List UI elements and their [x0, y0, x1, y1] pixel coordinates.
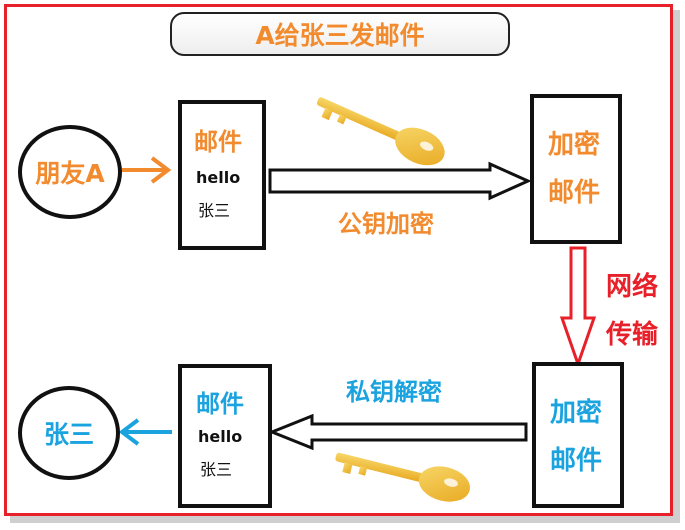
- recipient-node: 张三: [18, 386, 120, 480]
- mail-title-bottom: 邮件: [196, 390, 244, 418]
- arrow-friend-to-mail: [122, 156, 172, 184]
- frame-shadow-right: [673, 10, 680, 520]
- arrow-encrypt: [268, 161, 532, 201]
- network-line1: 网络: [606, 272, 659, 302]
- friend-node: 朋友A: [18, 125, 122, 219]
- title-banner: A给张三发邮件: [170, 12, 510, 56]
- key-icon: [316, 97, 445, 166]
- arrow-network: [559, 246, 597, 369]
- recipient-label: 张三: [43, 420, 94, 449]
- network-line2: 传输: [606, 320, 659, 350]
- outer-frame: [4, 4, 673, 516]
- friend-label: 朋友A: [35, 159, 105, 188]
- encrypted-mail-box-bottom: [532, 362, 624, 508]
- frame-shadow-bottom: [10, 516, 680, 523]
- mail-line2-top: 张三: [198, 201, 231, 220]
- encrypted-line2-bottom: 邮件: [550, 446, 603, 476]
- key-icon: [335, 452, 470, 502]
- encrypt-label: 公钥加密: [338, 210, 434, 238]
- title-text: A给张三发邮件: [255, 21, 425, 50]
- encrypted-mail-box-top: [530, 94, 622, 244]
- encrypted-line1-bottom: 加密: [550, 398, 603, 428]
- mail-box-top: [178, 100, 266, 250]
- mail-title-top: 邮件: [194, 128, 242, 156]
- mail-line2-bottom: 张三: [200, 460, 233, 479]
- arrow-mail-to-recipient: [118, 418, 172, 446]
- encrypted-line1-top: 加密: [548, 130, 601, 160]
- mail-line1-top: hello: [196, 168, 241, 187]
- encrypted-line2-top: 邮件: [548, 178, 601, 208]
- arrow-decrypt: [267, 413, 528, 451]
- mail-line1-bottom: hello: [198, 427, 243, 446]
- decrypt-label: 私钥解密: [346, 378, 442, 406]
- mail-box-bottom: [178, 364, 272, 508]
